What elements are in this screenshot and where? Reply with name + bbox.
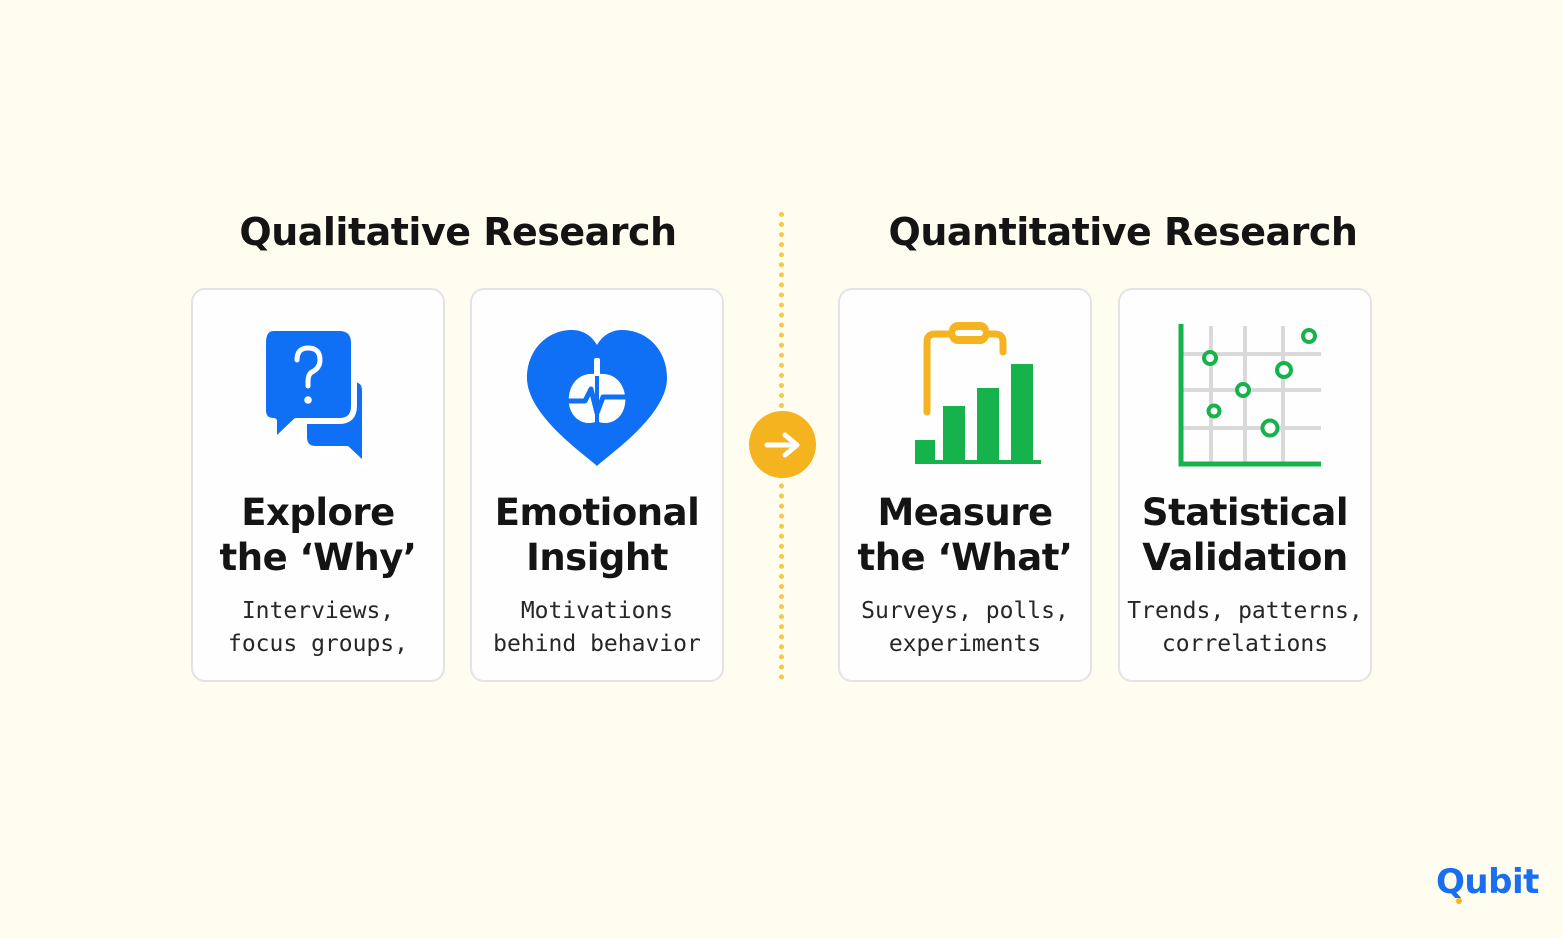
card-title-line: Emotional: [494, 491, 700, 534]
logo-accent-dot: [1456, 898, 1462, 904]
card-title: Statistical Validation: [1100, 490, 1390, 580]
card-description-line: Motivations: [520, 598, 674, 624]
card-title-line: Insight: [526, 536, 668, 579]
heart-brain-icon: [527, 330, 667, 466]
card-description-line: Trends, patterns,: [1127, 598, 1363, 624]
card-description: Surveys, polls, experiments: [828, 595, 1102, 661]
qualitative-research-heading: Qualitative Research: [239, 210, 677, 254]
card-description-line: experiments: [888, 631, 1042, 657]
card-description-line: behind behavior: [493, 631, 701, 657]
card-description-line: focus groups,: [227, 631, 408, 657]
qubit-logo: Qubit: [1436, 862, 1539, 902]
card-title: Explore the ‘Why’: [173, 490, 463, 580]
card-title-line: the ‘Why’: [219, 536, 417, 579]
card-title: Emotional Insight: [452, 490, 742, 580]
clipboard-bar-chart-icon: [915, 322, 1041, 464]
card-title-line: Explore: [241, 491, 395, 534]
chat-question-icon: [260, 325, 368, 469]
card-description: Motivations behind behavior: [460, 595, 734, 661]
card-description: Interviews, focus groups,: [181, 595, 455, 661]
arrow-connector: [749, 411, 816, 478]
quantitative-research-heading: Quantitative Research: [888, 210, 1358, 254]
card-description-line: Surveys, polls,: [861, 598, 1069, 624]
card-title-line: the ‘What’: [857, 536, 1073, 579]
card-description: Trends, patterns, correlations: [1108, 595, 1382, 661]
card-explore-why: Explore the ‘Why’ Interviews, focus grou…: [191, 288, 445, 682]
card-description-line: correlations: [1161, 631, 1329, 657]
card-measure-what: Measure the ‘What’ Surveys, polls, exper…: [838, 288, 1092, 682]
card-title-line: Statistical: [1141, 491, 1349, 534]
card-title: Measure the ‘What’: [820, 490, 1110, 580]
arrow-right-icon: [764, 432, 799, 457]
card-title-line: Validation: [1142, 536, 1348, 579]
card-title-line: Measure: [877, 491, 1053, 534]
card-emotional-insight: Emotional Insight Motivations behind beh…: [470, 288, 724, 682]
card-statistical-validation: Statistical Validation Trends, patterns,…: [1118, 288, 1372, 682]
card-description-line: Interviews,: [241, 598, 395, 624]
scatter-plot-icon: [1178, 324, 1321, 467]
